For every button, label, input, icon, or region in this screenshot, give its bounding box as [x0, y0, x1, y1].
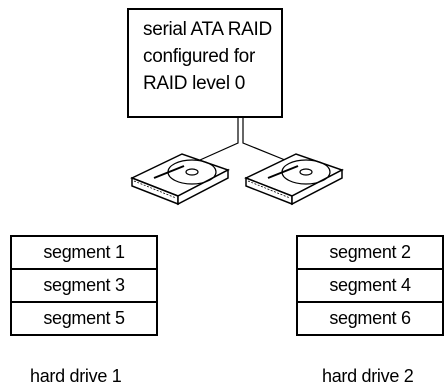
hard-drive-2-icon [244, 153, 344, 206]
drive-2-segment-cell: segment 4 [296, 268, 444, 303]
raid-controller-box: serial ATA RAID configured for RAID leve… [127, 8, 283, 118]
drive-1-segment-cell: segment 1 [10, 235, 158, 270]
drive-1-segment-cell: segment 5 [10, 301, 158, 336]
connector-and-drives [130, 118, 344, 206]
controller-line-3: RAID level 0 [143, 73, 245, 94]
drive-2-segment-cell: segment 2 [296, 235, 444, 270]
drive-1-segment-cell: segment 3 [10, 268, 158, 303]
hard-drive-1-icon [130, 153, 230, 206]
drive-1-segment-table: segment 1 segment 3 segment 5 [10, 235, 158, 336]
branch-drive-1 [199, 140, 239, 161]
drive-1-label: hard drive 1 [30, 366, 122, 386]
drive-2-segment-cell: segment 6 [296, 301, 444, 336]
drive-2-label: hard drive 2 [322, 366, 414, 386]
controller-line-1: serial ATA RAID [143, 19, 272, 40]
controller-line-2: configured for [143, 46, 255, 67]
branch-drive-2 [242, 140, 286, 161]
drive-2-segment-table: segment 2 segment 4 segment 6 [296, 235, 444, 336]
